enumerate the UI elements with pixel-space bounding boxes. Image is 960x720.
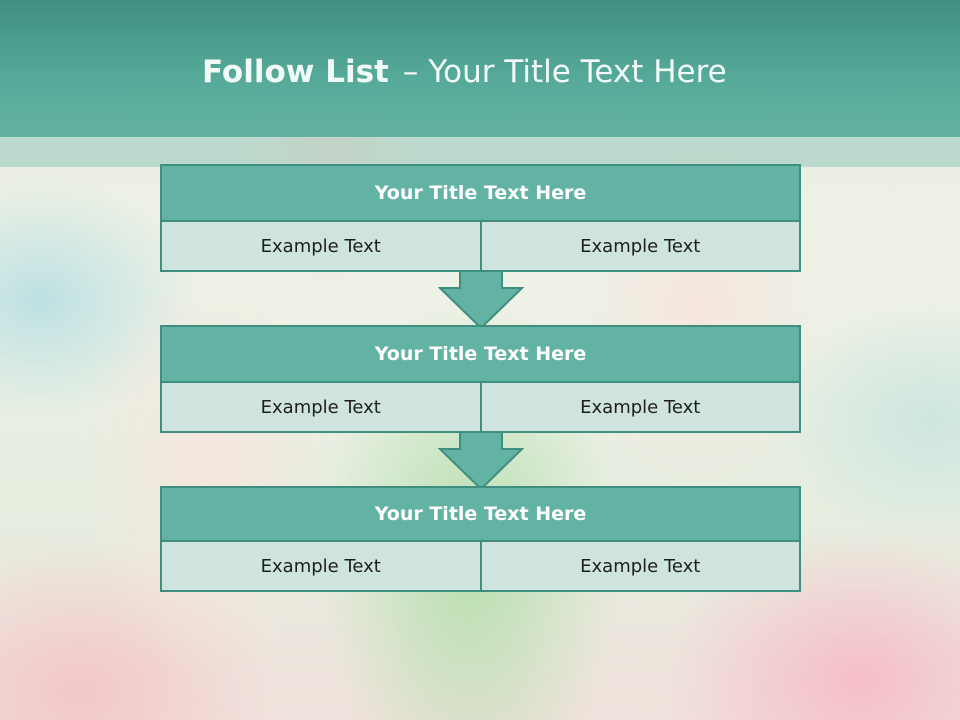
block-title: Your Title Text Here [160, 164, 801, 222]
slide-title-rest: Your Title Text Here [428, 54, 727, 90]
block-row: Example Text Example Text [160, 383, 801, 433]
flow-block-1: Your Title Text Here Example Text Exampl… [160, 164, 801, 272]
block-cell-left: Example Text [160, 222, 481, 272]
block-title: Your Title Text Here [160, 486, 801, 542]
title-band [0, 0, 960, 137]
slide-title-bold: Follow List [202, 54, 389, 90]
arrow-down-icon [438, 270, 524, 330]
block-cell-left: Example Text [160, 542, 481, 592]
title-strip [0, 137, 960, 167]
block-cell-left: Example Text [160, 383, 481, 433]
arrow-down-icon [438, 431, 524, 491]
block-row: Example Text Example Text [160, 222, 801, 272]
slide-title: Follow List–Your Title Text Here [202, 54, 727, 90]
flow-block-2: Your Title Text Here Example Text Exampl… [160, 325, 801, 433]
block-row: Example Text Example Text [160, 542, 801, 592]
block-cell-right: Example Text [480, 542, 801, 592]
flow-block-3: Your Title Text Here Example Text Exampl… [160, 486, 801, 592]
block-cell-right: Example Text [480, 383, 801, 433]
block-title: Your Title Text Here [160, 325, 801, 383]
slide-title-separator: – [402, 54, 419, 90]
block-cell-right: Example Text [480, 222, 801, 272]
